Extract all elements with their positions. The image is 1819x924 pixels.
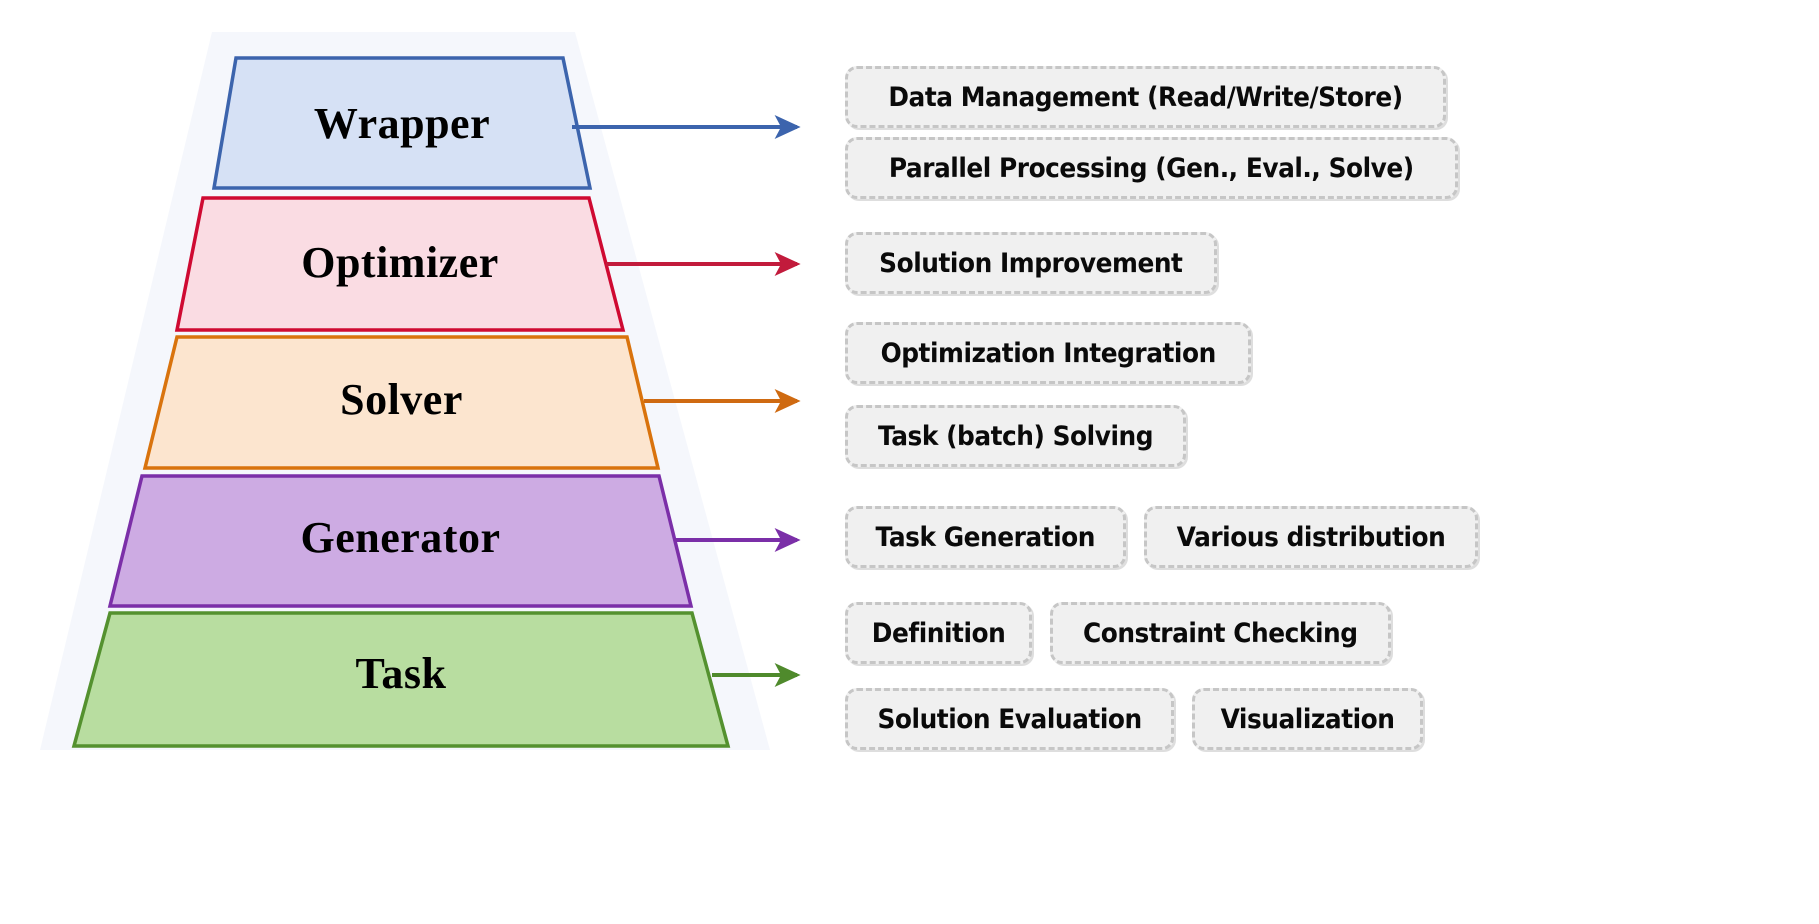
feature-box-visualization[interactable]: Visualization <box>1192 688 1424 750</box>
pyramid-layer-wrapper[interactable] <box>211 56 593 190</box>
feature-label: Solution Improvement <box>879 247 1183 279</box>
feature-label: Visualization <box>1220 703 1395 735</box>
feature-label: Various distribution <box>1176 521 1445 553</box>
feature-row-wrapper-1: Data Management (Read/Write/Store) <box>845 66 1464 128</box>
pyramid-diagram: Wrapper Optimizer Solver Generator Task <box>0 0 840 924</box>
feature-label: Parallel Processing (Gen., Eval., Solve) <box>888 152 1414 184</box>
pyramid-layer-task[interactable] <box>71 611 731 748</box>
feature-label: Constraint Checking <box>1083 617 1358 649</box>
feature-label: Data Management (Read/Write/Store) <box>888 81 1403 113</box>
feature-box-task-generation[interactable]: Task Generation <box>845 506 1126 568</box>
feature-box-various-distribution[interactable]: Various distribution <box>1143 506 1478 568</box>
feature-label: Task (batch) Solving <box>877 420 1154 452</box>
pyramid-layer-optimizer[interactable] <box>174 196 626 332</box>
pyramid-svg <box>40 32 801 750</box>
feature-box-solution-improvement[interactable]: Solution Improvement <box>845 232 1217 294</box>
feature-box-solution-evaluation[interactable]: Solution Evaluation <box>845 688 1175 750</box>
feature-box-data-management[interactable]: Data Management (Read/Write/Store) <box>845 66 1446 128</box>
feature-row-task-1: Definition Constraint Checking <box>845 602 1409 664</box>
feature-row-solver-1: Optimization Integration <box>845 322 1269 384</box>
feature-label: Definition <box>871 617 1006 649</box>
feature-label: Solution Evaluation <box>877 703 1142 735</box>
feature-row-wrapper-2: Parallel Processing (Gen., Eval., Solve) <box>845 137 1476 199</box>
feature-row-solver-2: Task (batch) Solving <box>845 405 1204 467</box>
feature-box-optimization-integration[interactable]: Optimization Integration <box>845 322 1252 384</box>
feature-label: Optimization Integration <box>880 337 1217 369</box>
feature-box-definition[interactable]: Definition <box>845 602 1033 664</box>
feature-box-parallel-processing[interactable]: Parallel Processing (Gen., Eval., Solve) <box>845 137 1458 199</box>
feature-boxes-panel: Data Management (Read/Write/Store) Paral… <box>845 0 1819 924</box>
pyramid-layer-generator[interactable] <box>107 474 694 608</box>
feature-box-task-batch-solving[interactable]: Task (batch) Solving <box>845 405 1186 467</box>
pyramid-layer-solver[interactable] <box>142 335 661 470</box>
feature-row-generator-1: Task Generation Various distribution <box>845 506 1496 568</box>
feature-label: Task Generation <box>875 521 1096 553</box>
feature-row-optimizer-1: Solution Improvement <box>845 232 1235 294</box>
feature-box-constraint-checking[interactable]: Constraint Checking <box>1050 602 1391 664</box>
feature-row-task-2: Solution Evaluation Visualization <box>845 688 1441 750</box>
